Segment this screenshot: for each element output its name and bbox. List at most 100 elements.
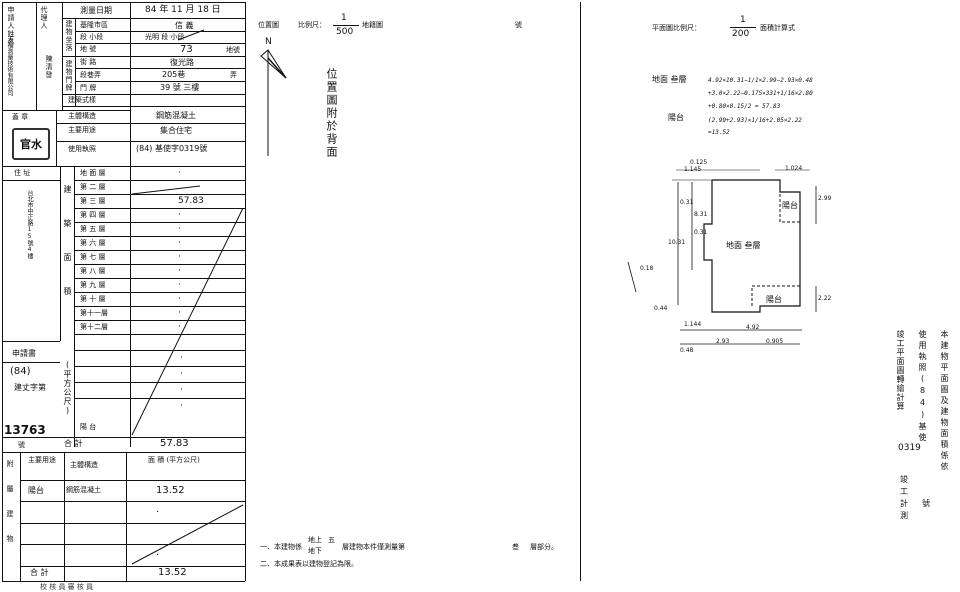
frame-bottom <box>2 581 245 582</box>
footer-text: 校 核 員 審 核 員 <box>40 583 94 591</box>
balcony-label-bottom: 陽台 <box>766 295 782 304</box>
attached-row-line <box>20 544 245 545</box>
note1-rest: 層建物本件僅測量第 <box>342 543 405 551</box>
location-label: 建物坐落 <box>65 20 73 52</box>
balcony-bottom <box>751 285 800 306</box>
floor-label: 第 三 層 <box>80 197 106 205</box>
floor-row-line <box>74 264 245 265</box>
permit-value: (84) 基使字0319號 <box>136 144 208 153</box>
middle-divider <box>580 2 581 581</box>
area-section-label: 建築面積 <box>63 185 72 321</box>
floor-row-line <box>74 292 245 293</box>
location-scale-den: 500 <box>336 27 354 37</box>
dim-top-right: 1.024 <box>785 165 803 172</box>
total-label: 合 計 <box>64 439 83 448</box>
plan-scale-label: 平面圖比例尺： <box>652 24 701 32</box>
floor-value: · <box>178 168 181 178</box>
main-use-value: 集合住宅 <box>160 126 192 135</box>
balcony-calc-line-1: (2.99+2.93)×1/16+2.05×2.22 <box>708 117 802 124</box>
note1-below: 地下 <box>308 547 322 555</box>
plan-scale-suffix: 面積計算式 <box>760 24 795 32</box>
location-scale-num: 1 <box>341 13 347 23</box>
floor-row-line <box>74 194 245 195</box>
right-note-suffix-2: 竣 <box>900 475 908 484</box>
lane-value: 205巷 <box>162 70 186 79</box>
attached-use-header: 主要用途 <box>28 456 56 464</box>
structure-value: 鋼筋混凝土 <box>156 111 196 120</box>
style-label: 建築式樣 <box>68 96 96 104</box>
north-label: N <box>265 37 272 47</box>
calc-line-1: 4.92×10.31−1/1×2.99−2.93×0.48 <box>708 77 813 84</box>
survey-date-value: 84 年 11 月 18 日 <box>145 5 221 15</box>
note1-prefix: 一、本建物係 <box>260 543 302 551</box>
stamp-label: 蓋 章 <box>12 113 29 121</box>
dim-top-left: 0.125 <box>690 159 708 166</box>
applicant-box-number: 13763 <box>4 423 46 437</box>
calc-line-3: +0.80×0.15/2 = 57.83 <box>708 103 781 110</box>
applicant-box-label: 申請書 <box>12 349 36 358</box>
frame-left <box>2 2 3 581</box>
lane-label: 段巷弄 <box>80 71 101 79</box>
frame-top <box>2 2 245 3</box>
attached-area: · <box>156 506 160 518</box>
floor-row-line <box>74 250 245 251</box>
floor-value: · <box>178 294 181 304</box>
note2: 二、本成果表以建物登記為限。 <box>260 560 358 568</box>
floor-row-line <box>74 334 245 335</box>
lot-value: 73 <box>180 44 193 55</box>
no-label: 門 牌 <box>80 84 97 92</box>
applicant-box-year: (84) <box>10 366 31 377</box>
floor-value: · <box>178 252 181 262</box>
location-stray-label: 號 <box>515 21 522 29</box>
location-map-label: 位置圖 <box>258 21 279 29</box>
frame-right <box>245 2 246 581</box>
note1-end: 層部分。 <box>530 543 558 551</box>
lot-label: 地 號 <box>80 45 97 53</box>
floor-row-line <box>74 222 245 223</box>
door-label: 建物門牌 <box>65 60 73 92</box>
floor-label: 第十一層 <box>80 309 108 317</box>
permit-label: 使用執照 <box>68 145 96 153</box>
address-label: 住 址 <box>14 169 31 177</box>
no-value: 39 號 三樓 <box>160 83 200 92</box>
blank-row-line <box>74 350 245 351</box>
attached-row-line <box>20 501 245 502</box>
floor-row-line <box>74 236 245 237</box>
right-note-suffix-3: 工 <box>900 487 908 496</box>
dim-right-top: 2.99 <box>818 195 832 202</box>
floor-label: 第 七 層 <box>80 253 106 261</box>
blank-row-line <box>74 366 245 367</box>
street-value: 復光路 <box>170 58 194 67</box>
section-check <box>177 29 205 41</box>
dim-left-far: 0.18 <box>640 265 654 272</box>
dim-right-low: 2.22 <box>818 295 832 302</box>
location-scale-suffix: 地籍圖 <box>362 21 383 29</box>
calc-title: 地面 叁層 <box>652 75 687 84</box>
lane-suffix: 弄 <box>230 71 237 79</box>
address-value: 台北市中正路15號4樓 <box>26 190 33 259</box>
blank-row-value: · <box>180 369 183 379</box>
attached-area: · <box>156 549 160 561</box>
floor-value: · <box>178 210 181 220</box>
official-stamp: 官水 <box>12 128 50 160</box>
dim-left-h: 10.31 <box>668 239 686 246</box>
attached-area-header: 面 積 (平方公尺) <box>148 456 200 464</box>
plan-scale-num: 1 <box>740 15 746 25</box>
attached-total-label: 合 計 <box>30 568 49 577</box>
floor-label: 第 五 層 <box>80 225 106 233</box>
right-note-suffix-4: 計 <box>900 499 908 508</box>
blank-row-value: · <box>180 353 183 363</box>
applicant-box-suffix: 號 <box>18 441 25 449</box>
north-arrow-icon <box>260 49 287 156</box>
applicant-label: 申請人姓名 <box>7 6 15 46</box>
plan-scale-den: 200 <box>732 29 750 39</box>
balcony-label-top: 陽台 <box>782 201 798 210</box>
section-value: 光明 段 小段 <box>145 33 185 41</box>
floor-row-line <box>74 278 245 279</box>
floor-label: 第 四 層 <box>80 211 106 219</box>
blank-row-value: · <box>180 401 183 411</box>
main-use-label: 主要用途 <box>68 126 96 134</box>
stamp-text: 官水 <box>20 138 42 151</box>
